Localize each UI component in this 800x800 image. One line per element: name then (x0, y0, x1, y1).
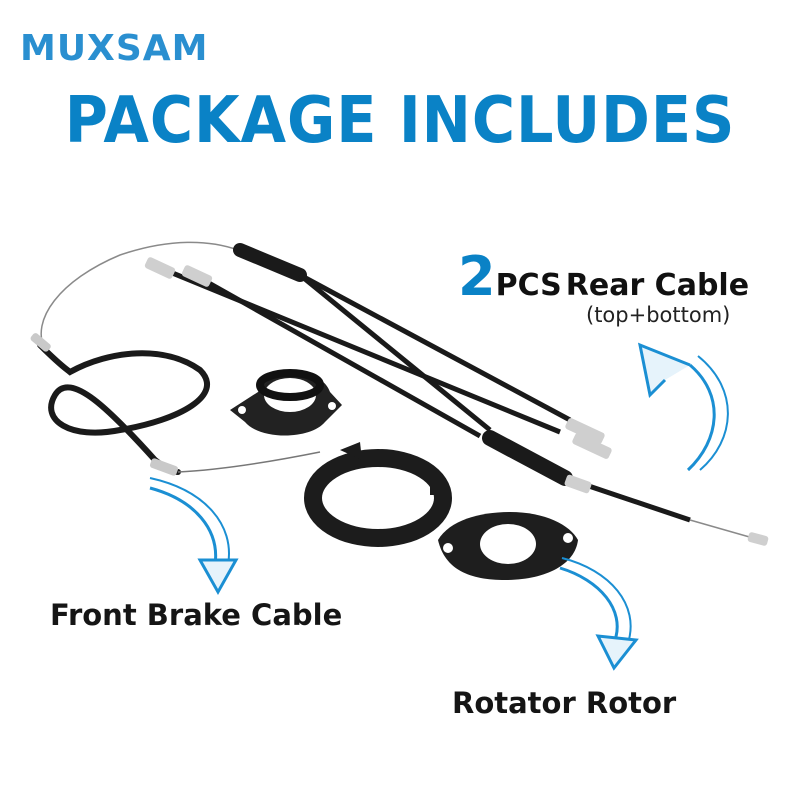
rotator-rotor-label: Rotator Rotor (452, 686, 677, 720)
curved-arrow-icon (559, 557, 639, 671)
brand-name: MUXSAM (20, 28, 209, 69)
brand-logo: MUXSAM (20, 28, 208, 69)
front-cable-ferrule (149, 458, 179, 476)
rotor-large-flange (438, 512, 578, 580)
front-cable-end-wire (177, 451, 321, 473)
curved-arrow-icon (149, 477, 239, 596)
front-cable-housing (37, 342, 210, 475)
rotor-ring (304, 442, 452, 547)
rear-cable-upper-line (298, 273, 492, 432)
rear-cable-lower-housing (482, 430, 573, 486)
front-cable-wire (40, 241, 239, 351)
rear-cable-detail: (top+bottom) (586, 303, 731, 327)
rear-cable-unit: PCS (495, 268, 562, 303)
page-title: PACKAGE INCLUDES (64, 84, 736, 158)
front-cable-top-ferrule (30, 333, 51, 352)
rear-cable-name: Rear Cable (565, 268, 750, 303)
front-brake-cable-label: Front Brake Cable (50, 598, 343, 632)
rear-cable-quantity: 2 (458, 245, 496, 308)
rear-cable-upper-housing (233, 243, 307, 282)
rotor-small-flange (230, 369, 342, 436)
curved-arrow-icon (637, 342, 729, 472)
